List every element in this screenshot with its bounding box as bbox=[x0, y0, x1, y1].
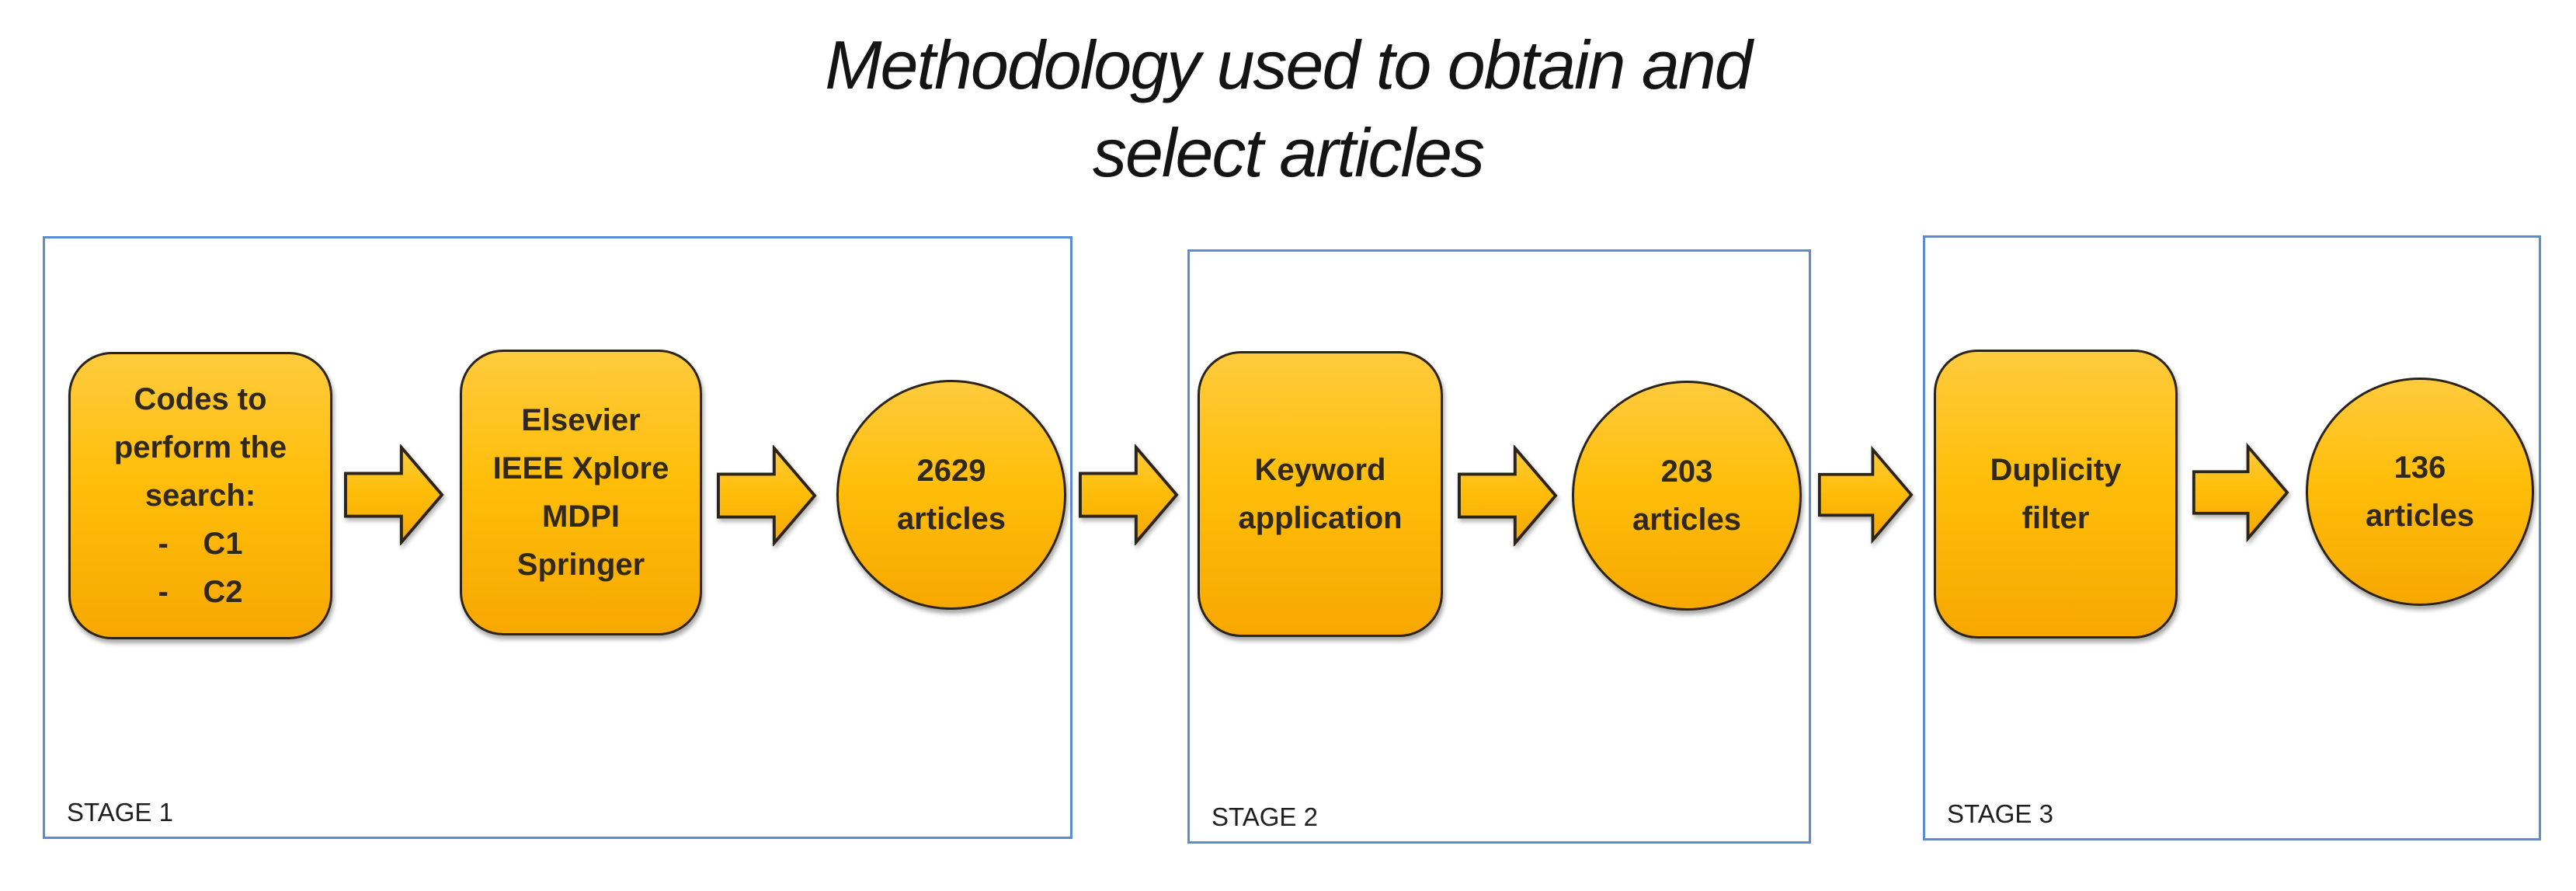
articles-203-circle: 203 articles bbox=[1572, 381, 1802, 611]
flow-arrow-icon bbox=[2192, 442, 2289, 543]
flow-arrow-icon bbox=[1078, 444, 1179, 545]
articles-2629-circle: 2629 articles bbox=[836, 380, 1066, 610]
duplicity-filter-box: Duplicity filter bbox=[1934, 350, 2178, 639]
search-codes-box: Codes to perform the search: - C1 - C2 bbox=[68, 352, 332, 639]
flow-arrow-icon bbox=[1817, 445, 1914, 545]
stage3-frame: STAGE 3 bbox=[1923, 235, 2541, 841]
stage2-label: STAGE 2 bbox=[1212, 802, 1318, 831]
diagram-title: Methodology used to obtain and select ar… bbox=[825, 26, 1753, 191]
stage3-label: STAGE 3 bbox=[1947, 799, 2053, 828]
stage1-label: STAGE 1 bbox=[67, 798, 173, 827]
keyword-application-box: Keyword application bbox=[1198, 351, 1443, 637]
flow-arrow-icon bbox=[1457, 445, 1558, 546]
databases-box: Elsevier IEEE Xplore MDPI Springer bbox=[460, 350, 702, 635]
flow-arrow-icon bbox=[343, 444, 444, 545]
articles-136-circle: 136 articles bbox=[2306, 378, 2534, 606]
stage2-frame: STAGE 2 bbox=[1187, 249, 1811, 844]
stage1-frame: STAGE 1 bbox=[43, 236, 1072, 839]
flow-arrow-icon bbox=[716, 445, 817, 546]
